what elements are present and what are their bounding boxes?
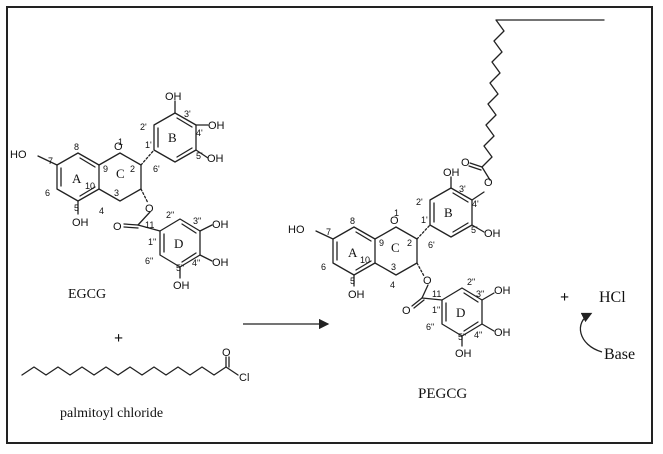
palmitoyl-cl: Cl	[239, 372, 249, 384]
pegcg-num-8: 8	[350, 216, 355, 226]
egcg-num-10: 10	[85, 181, 95, 191]
egcg-ring-c	[98, 152, 142, 202]
plus-sign-reactants: +	[114, 330, 123, 347]
pegcg-num-7: 7	[326, 227, 331, 237]
pegcg-num-6pp: 6"	[426, 322, 434, 332]
pegcg-num-4p: 4'	[472, 199, 479, 209]
egcg-num-1p: 1'	[145, 140, 152, 150]
egcg-oh-3pp: OH	[212, 219, 229, 231]
egcg-num-5p: 5'	[196, 151, 203, 161]
pegcg-num-9: 9	[379, 238, 384, 248]
pegcg-oh-5pp: OH	[455, 348, 472, 360]
pegcg-structure	[315, 19, 605, 347]
pegcg-num-5: 5	[350, 276, 355, 286]
egcg-structure	[37, 100, 213, 279]
egcg-oh-4pp: OH	[212, 257, 229, 269]
egcg-num-3p: 3'	[184, 109, 191, 119]
egcg-num-5pp: 5"	[176, 263, 184, 273]
pegcg-num-2pp: 2"	[467, 277, 475, 287]
pegcg-num-3: 3	[391, 262, 396, 272]
egcg-num-1pp: 1"	[148, 237, 156, 247]
pegcg-num-6: 6	[321, 262, 326, 272]
pegcg-num-11: 11	[432, 289, 441, 299]
egcg-ring-b-label: B	[168, 130, 177, 145]
egcg-num-11: 11	[145, 220, 154, 230]
palmitoyl-chloride-name: palmitoyl chloride	[60, 406, 163, 421]
pegcg-num-5pp: 5"	[458, 332, 466, 342]
palmitoyl-carbonyl-o: O	[222, 347, 231, 359]
egcg-oh-3p: OH	[165, 91, 182, 103]
base-curved-arrow	[579, 312, 603, 353]
egcg-num-1: 1	[118, 137, 123, 147]
pegcg-oh-5: OH	[348, 289, 365, 301]
pegcg-carbonyl-o: O	[402, 305, 411, 317]
pegcg-ho-7: HO	[288, 224, 305, 236]
egcg-num-6pp: 6"	[145, 256, 153, 266]
egcg-num-8: 8	[74, 142, 79, 152]
pegcg-ring-d-label: D	[456, 305, 465, 320]
pegcg-num-1p: 1'	[421, 215, 428, 225]
palmitoyl-chain	[21, 366, 227, 376]
egcg-o-1: O	[114, 141, 123, 153]
egcg-oh-4p: OH	[208, 120, 225, 132]
egcg-oh-5: OH	[72, 217, 89, 229]
pegcg-oh-5p: OH	[484, 228, 501, 240]
egcg-oh-5pp: OH	[173, 280, 190, 292]
pegcg-oh-4pp: OH	[494, 327, 511, 339]
pegcg-num-6p: 6'	[428, 240, 435, 250]
pegcg-ring-c	[374, 226, 418, 276]
egcg-ho-7: HO	[10, 149, 27, 161]
egcg-num-6p: 6'	[153, 164, 160, 174]
egcg-ring-d-label: D	[174, 236, 183, 251]
pegcg-num-1: 1	[394, 208, 399, 218]
egcg-num-4p: 4'	[196, 128, 203, 138]
pegcg-o-1: O	[390, 215, 399, 227]
plus-sign-products: +	[560, 289, 569, 306]
egcg-num-6: 6	[45, 188, 50, 198]
base-label: Base	[604, 346, 635, 363]
pegcg-oh-3p: OH	[443, 167, 460, 179]
pegcg-palmitoyl-carbonyl-o: O	[461, 157, 470, 169]
pegcg-num-5p: 5'	[471, 225, 478, 235]
pegcg-ring-c-label: C	[391, 240, 400, 255]
pegcg-ring-a-label: A	[348, 245, 358, 260]
egcg-num-7: 7	[48, 156, 53, 166]
egcg-num-4pp: 4"	[192, 258, 200, 268]
pegcg-num-2: 2	[407, 238, 412, 248]
pegcg-palmitoyl-chain	[481, 19, 605, 168]
pegcg-num-3pp: 3"	[476, 289, 484, 299]
figure-frame	[6, 6, 653, 444]
egcg-name: EGCG	[68, 287, 106, 302]
egcg-carbonyl-o: O	[113, 221, 122, 233]
egcg-num-4: 4	[99, 206, 104, 216]
egcg-num-2: 2	[130, 164, 135, 174]
pegcg-num-4pp: 4"	[474, 330, 482, 340]
egcg-ring-a-label: A	[72, 171, 82, 186]
egcg-num-9: 9	[103, 164, 108, 174]
egcg-ester-o: O	[145, 203, 154, 215]
pegcg-oh-3pp: OH	[494, 285, 511, 297]
pegcg-num-3p: 3'	[459, 184, 466, 194]
pegcg-ester-o: O	[423, 275, 432, 287]
pegcg-num-1pp: 1"	[432, 305, 440, 315]
egcg-num-3: 3	[114, 188, 119, 198]
pegcg-num-10: 10	[360, 255, 370, 265]
pegcg-ester-o-4p: O	[484, 177, 493, 189]
egcg-num-2p: 2'	[140, 122, 147, 132]
pegcg-ring-b-label: B	[444, 205, 453, 220]
egcg-num-3pp: 3"	[193, 216, 201, 226]
pegcg-num-4: 4	[390, 280, 395, 290]
pegcg-name: PEGCG	[418, 386, 467, 402]
egcg-ring-c-label: C	[116, 166, 125, 181]
egcg-num-2pp: 2"	[166, 210, 174, 220]
hcl-label: HCl	[599, 289, 626, 306]
egcg-num-5: 5	[74, 203, 79, 213]
pegcg-num-2p: 2'	[416, 197, 423, 207]
egcg-oh-5p: OH	[207, 153, 224, 165]
